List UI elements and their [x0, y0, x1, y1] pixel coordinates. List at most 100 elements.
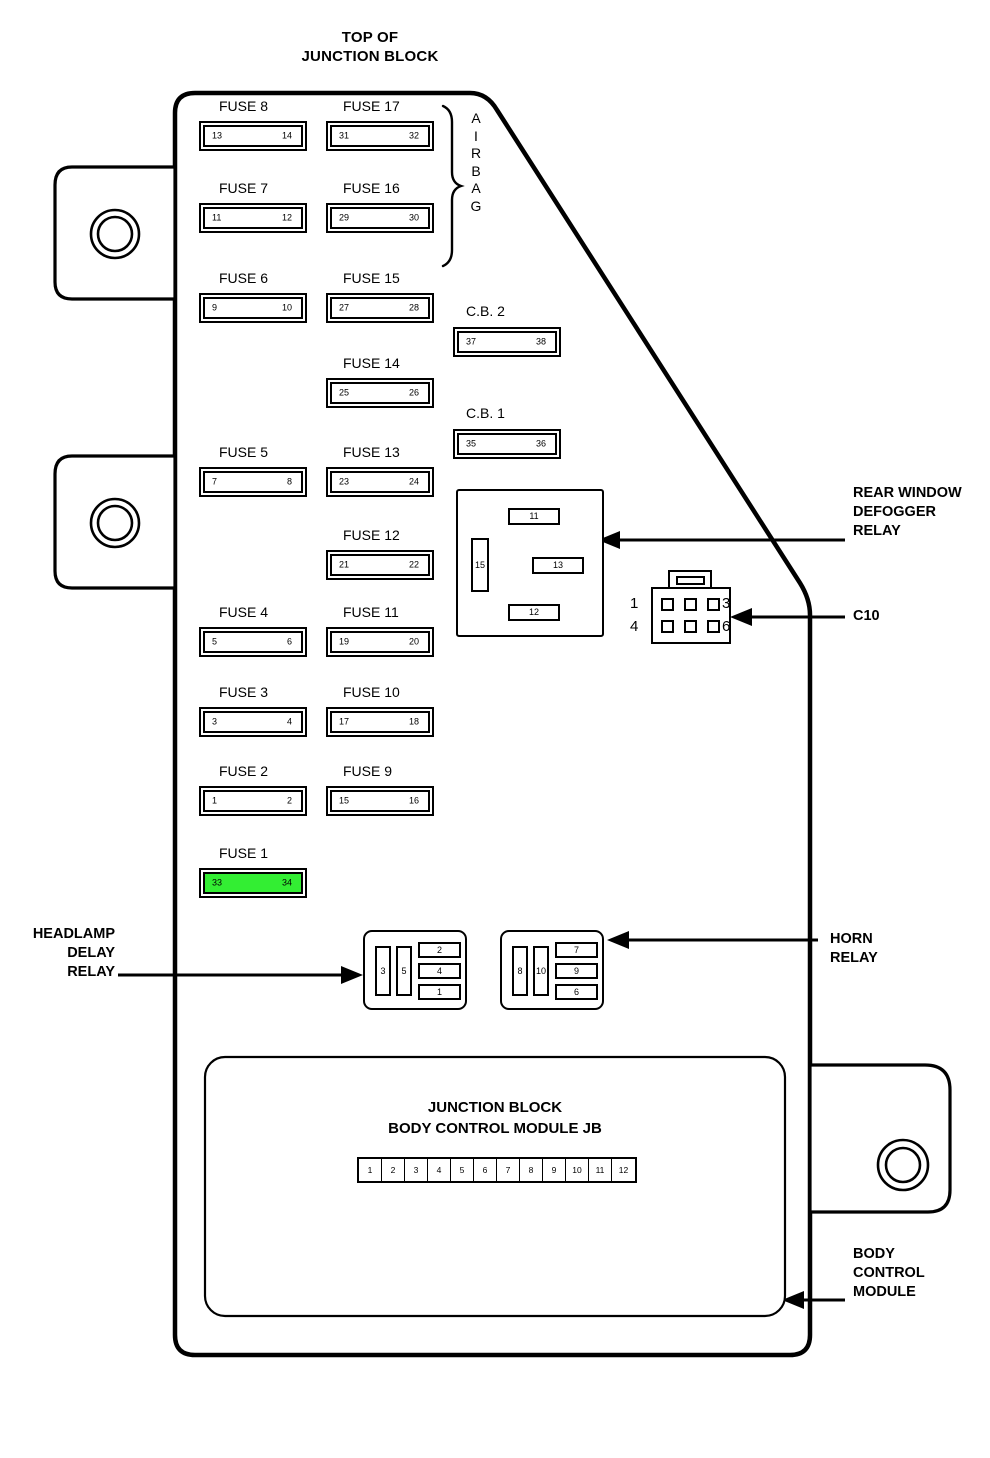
- fuse-terminal-left: 19: [339, 636, 350, 647]
- body-control-module-enclosure: [203, 1055, 787, 1318]
- bcm-pin-10[interactable]: 10: [566, 1159, 589, 1181]
- fuse-terminal-left: 11: [212, 212, 222, 223]
- fuse-terminal-right: 22: [408, 559, 419, 570]
- headlamp-delay-relay[interactable]: 3 5 2 4 1: [363, 930, 467, 1010]
- leader-arrow-horn-relay: [607, 931, 629, 949]
- fuse-label: FUSE 2: [219, 763, 269, 779]
- airbag-letter: R: [470, 145, 482, 161]
- fuse-cavity-1[interactable]: 33 34: [199, 868, 307, 898]
- c10-pin-5[interactable]: [684, 620, 697, 633]
- fuse-terminal-right: 26: [408, 387, 419, 398]
- horn-relay-terminal-10[interactable]: 10: [533, 946, 549, 996]
- c10-pin-3[interactable]: [707, 598, 720, 611]
- headlamp-relay-terminal-3[interactable]: 3: [375, 946, 391, 996]
- fuse-terminal-right: 24: [408, 476, 419, 487]
- fuse-terminal-left: 23: [339, 476, 350, 487]
- defogger-terminal-13[interactable]: 13: [532, 557, 584, 574]
- cb-terminal-left: 35: [466, 438, 477, 449]
- fuse-terminal-right: 28: [408, 302, 419, 313]
- fuse-label: FUSE 13: [343, 444, 400, 460]
- mounting-hole-left-upper-outer: [89, 208, 141, 260]
- fuse-terminal-left: 25: [339, 387, 350, 398]
- c10-connector[interactable]: [651, 570, 735, 644]
- fuse-terminal-left: 5: [212, 636, 218, 647]
- fuse-label: FUSE 6: [219, 270, 269, 286]
- defogger-terminal-15[interactable]: 15: [471, 538, 489, 592]
- fuse-terminal-right: 6: [286, 636, 292, 647]
- headlamp-delay-relay-callout: HEADLAMP DELAY RELAY: [32, 926, 115, 980]
- horn-relay-terminal-8[interactable]: 8: [512, 946, 528, 996]
- cb-terminal-left: 37: [466, 336, 477, 347]
- bcm-pin-4[interactable]: 4: [428, 1159, 451, 1181]
- fuse-label: FUSE 12: [343, 527, 400, 543]
- bcm-pin-7[interactable]: 7: [497, 1159, 520, 1181]
- c10-shell: [651, 587, 731, 644]
- fuse-cavity-16[interactable]: 29 30: [326, 203, 434, 233]
- fuse-terminal-left: 9: [212, 302, 218, 313]
- c10-number-bottom-left: 4: [630, 618, 639, 635]
- fuse-cavity-14[interactable]: 25 26: [326, 378, 434, 408]
- bcm-pin-1[interactable]: 1: [359, 1159, 382, 1181]
- fuse-terminal-left: 31: [339, 130, 350, 141]
- horn-relay-terminal-9[interactable]: 9: [555, 963, 598, 979]
- c10-pin-4[interactable]: [661, 620, 674, 633]
- fuse-label: FUSE 15: [343, 270, 400, 286]
- c10-pin-2[interactable]: [684, 598, 697, 611]
- c10-pin-1[interactable]: [661, 598, 674, 611]
- circuit-breaker-label: C.B. 1: [466, 405, 505, 421]
- horn-relay[interactable]: 8 10 7 9 6: [500, 930, 604, 1010]
- fuse-terminal-right: 4: [286, 716, 292, 727]
- bcm-pin-8[interactable]: 8: [520, 1159, 543, 1181]
- defogger-terminal-12[interactable]: 12: [508, 604, 560, 621]
- headlamp-relay-terminal-5[interactable]: 5: [396, 946, 412, 996]
- cb-terminal-right: 36: [535, 438, 546, 449]
- headlamp-relay-terminal-2[interactable]: 2: [418, 942, 461, 958]
- fuse-cavity-6[interactable]: 9 10: [199, 293, 307, 323]
- fuse-terminal-right: 34: [281, 877, 292, 888]
- fuse-terminal-left: 15: [339, 795, 350, 806]
- fuse-cavity-13[interactable]: 23 24: [326, 467, 434, 497]
- bcm-pin-12[interactable]: 12: [618, 1164, 629, 1175]
- airbag-letter: G: [470, 197, 482, 214]
- horn-relay-terminal-7[interactable]: 7: [555, 942, 598, 958]
- junction-block-housing-outline: [172, 90, 813, 1358]
- circuit-breaker-cavity-2[interactable]: 37 38: [453, 327, 561, 357]
- fuse-terminal-left: 3: [212, 716, 218, 727]
- mounting-tab-right: [808, 1063, 952, 1214]
- defogger-terminal-11[interactable]: 11: [508, 508, 560, 525]
- bcm-pin-9[interactable]: 9: [543, 1159, 566, 1181]
- leader-arrow-c10: [730, 608, 752, 626]
- fuse-terminal-left: 33: [212, 877, 223, 888]
- cb-terminal-right: 38: [535, 336, 546, 347]
- horn-relay-terminal-6[interactable]: 6: [555, 984, 598, 1000]
- fuse-terminal-left: 29: [339, 212, 350, 223]
- bcm-pin-3[interactable]: 3: [405, 1159, 428, 1181]
- bcm-pin-2[interactable]: 2: [382, 1159, 405, 1181]
- body-control-module-callout: BODY CONTROL MODULE: [853, 1246, 925, 1300]
- headlamp-relay-terminal-1[interactable]: 1: [418, 984, 461, 1000]
- leader-arrow-defogger-relay: [598, 531, 620, 549]
- rear-window-defogger-relay[interactable]: 11 15 13 12: [456, 489, 604, 637]
- bcm-pin-6[interactable]: 6: [474, 1159, 497, 1181]
- body-control-module-connector[interactable]: 1 2 3 4 5 6 7 8 9 10 11 12: [357, 1157, 637, 1183]
- bcm-pin-11[interactable]: 11: [589, 1159, 612, 1181]
- circuit-breaker-cavity-1[interactable]: 35 36: [453, 429, 561, 459]
- headlamp-relay-terminal-4[interactable]: 4: [418, 963, 461, 979]
- bcm-pin-5[interactable]: 5: [451, 1159, 474, 1181]
- c10-pin-6[interactable]: [707, 620, 720, 633]
- fuse-terminal-right: 30: [408, 212, 419, 223]
- fuse-terminal-right: 10: [281, 302, 292, 313]
- mounting-hole-right-inner: [884, 1146, 922, 1184]
